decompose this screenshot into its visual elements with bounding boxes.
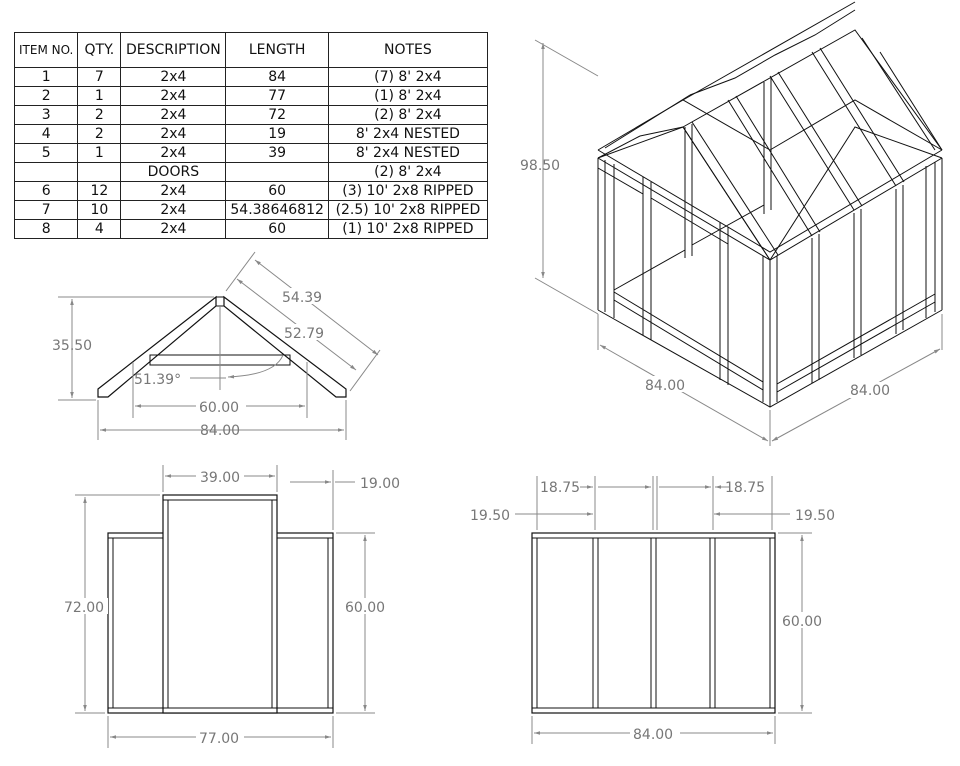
dim-stud-spacing-left: 18.75 bbox=[540, 480, 580, 496]
door-opening bbox=[162, 494, 278, 714]
header-item: ITEM NO. bbox=[13, 32, 79, 68]
truss-view: 35.50 84.00 60.00 54.39 52.79 51.39° bbox=[52, 251, 381, 440]
dim-side-wall-width: 84.00 bbox=[633, 727, 673, 743]
bill-of-materials-table: ITEM NO. QTY. DESCRIPTION LENGTH NOTES 1… bbox=[13, 32, 488, 239]
cell-notes: (1) 10' 2x8 RIPPED bbox=[327, 219, 488, 239]
table-header-row: ITEM NO. QTY. DESCRIPTION LENGTH NOTES bbox=[13, 32, 488, 68]
header-length: LENGTH bbox=[225, 32, 329, 68]
dim-truss-base: 84.00 bbox=[200, 423, 240, 439]
dim-rafter-angle: 51.39° bbox=[134, 372, 181, 388]
dim-overall-height: 72.00 bbox=[64, 600, 104, 616]
dim-wall-height: 60.00 bbox=[345, 600, 385, 616]
isometric-view: 98.50 84.00 84.00 bbox=[520, 1, 943, 446]
dim-side-wall-height: 60.00 bbox=[782, 614, 822, 630]
dim-tie-span: 60.00 bbox=[199, 400, 239, 416]
cell-description: 2x4 bbox=[120, 105, 227, 125]
dim-iso-width-left: 84.00 bbox=[645, 378, 685, 394]
dim-end-bay-right: 19.50 bbox=[795, 508, 835, 524]
cell-notes: (1) 8' 2x4 bbox=[327, 86, 488, 106]
dim-end-bay-left: 19.50 bbox=[470, 508, 510, 524]
dim-side-piece: 19.00 bbox=[360, 476, 400, 492]
dim-overall-width: 77.00 bbox=[199, 731, 239, 747]
cell-description: 2x4 bbox=[120, 219, 227, 239]
dim-stud-spacing-right: 18.75 bbox=[725, 480, 765, 496]
dim-iso-height: 98.50 bbox=[520, 158, 560, 174]
dim-iso-width-right: 84.00 bbox=[850, 383, 890, 399]
cell-description: 2x4 bbox=[120, 124, 227, 144]
ridge-block bbox=[215, 296, 225, 307]
dim-door-width: 39.00 bbox=[200, 470, 240, 486]
door-wall-elevation: 39.00 19.00 72.00 60.00 77.00 bbox=[62, 465, 400, 748]
cell-description: 2x4 bbox=[120, 200, 227, 220]
header-qty: QTY. bbox=[77, 32, 122, 68]
header-notes: NOTES bbox=[327, 32, 488, 68]
cell-notes: (3) 10' 2x8 RIPPED bbox=[327, 181, 488, 201]
rafter-right bbox=[223, 295, 347, 398]
cell-item: 8 bbox=[13, 219, 79, 239]
dim-rafter-outer: 54.39 bbox=[282, 290, 322, 306]
side-wall-elevation: 18.75 18.75 19.50 19.50 60.00 84.00 bbox=[470, 476, 835, 744]
cell-length: 54.38646812 bbox=[225, 200, 329, 220]
side-wall-frame bbox=[531, 532, 776, 714]
header-item-label: ITEM NO. bbox=[19, 43, 74, 57]
rafter-left bbox=[97, 295, 217, 398]
cell-length: 77 bbox=[225, 86, 329, 106]
dim-rafter-inner: 52.79 bbox=[284, 326, 324, 342]
cell-notes: (2.5) 10' 2x8 RIPPED bbox=[327, 200, 488, 220]
cell-length: 60 bbox=[225, 219, 329, 239]
dim-truss-height: 35.50 bbox=[52, 338, 92, 354]
